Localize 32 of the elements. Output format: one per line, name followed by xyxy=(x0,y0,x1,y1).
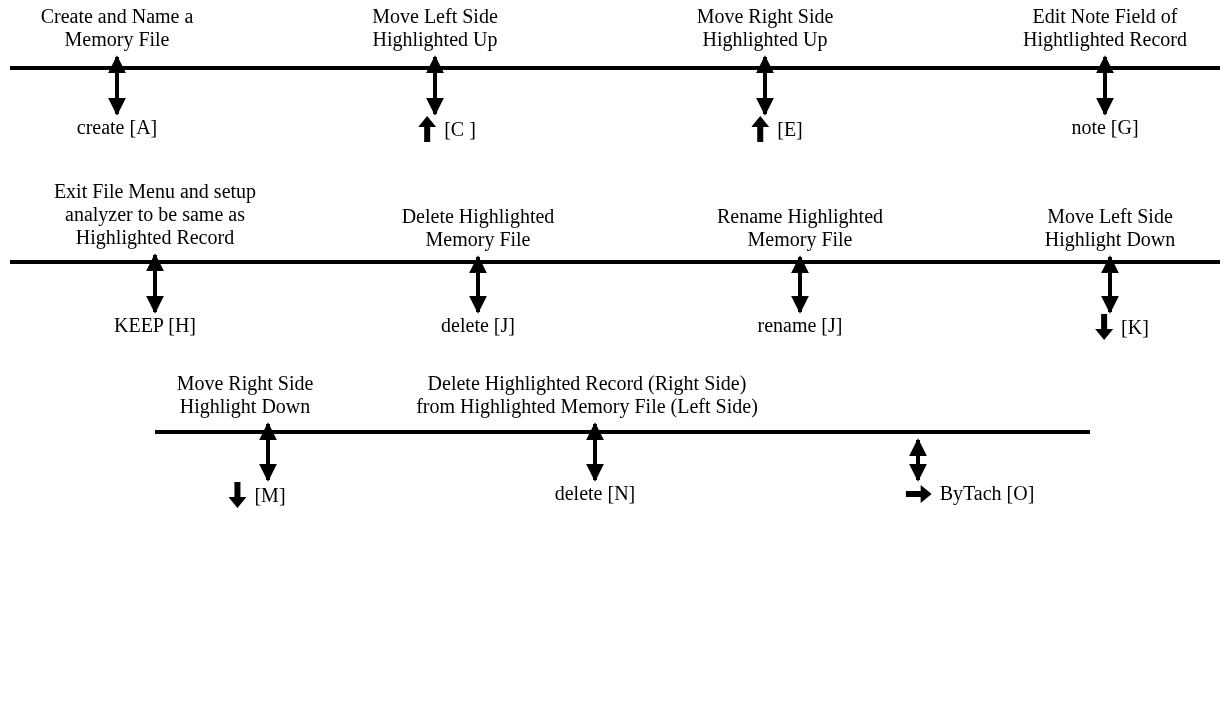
double-arrow xyxy=(259,422,277,482)
function-description: Delete Highlighted Memory File xyxy=(368,205,588,251)
function-description: Delete Highlighted Record (Right Side) from Highlighted Memory File (Left Side) xyxy=(407,372,767,418)
function-description: Create and Name a Memory File xyxy=(32,5,202,51)
key-label: ByTach [O] xyxy=(939,482,1035,505)
double-arrow xyxy=(1101,255,1119,314)
function-description: Exit File Menu and setup analyzer to be same as Highlighted Record xyxy=(20,180,290,249)
key-label: [E] xyxy=(777,117,803,141)
double-arrow xyxy=(791,255,809,314)
double-arrow xyxy=(146,253,164,314)
double-arrow xyxy=(1096,55,1114,116)
double-arrow xyxy=(586,422,604,482)
key-label: [M] xyxy=(254,483,286,507)
double-arrow xyxy=(756,55,774,116)
function-description: Rename Highlighted Memory File xyxy=(690,205,910,251)
key-label: rename [J] xyxy=(757,314,843,337)
key-label: delete [J] xyxy=(441,314,515,337)
key-label: KEEP [H] xyxy=(114,314,196,337)
function-description: Edit Note Field of Hightlighted Record xyxy=(990,5,1220,51)
function-description: Move Right Side Highlighted Up xyxy=(665,5,865,51)
key-label: [K] xyxy=(1121,315,1149,339)
function-description: Move Left Side Highlighted Up xyxy=(335,5,535,51)
key-label: delete [N] xyxy=(554,482,636,505)
double-arrow xyxy=(469,255,487,314)
double-arrow xyxy=(426,55,444,116)
function-description: Move Left Side Highlight Down xyxy=(1010,205,1210,251)
key-label: create [A] xyxy=(76,116,158,139)
double-arrow xyxy=(108,55,126,116)
double-arrow xyxy=(909,438,927,482)
key-label: [C ] xyxy=(444,117,476,141)
key-label: note [G] xyxy=(1071,116,1139,139)
function-description: Move Right Side Highlight Down xyxy=(145,372,345,418)
